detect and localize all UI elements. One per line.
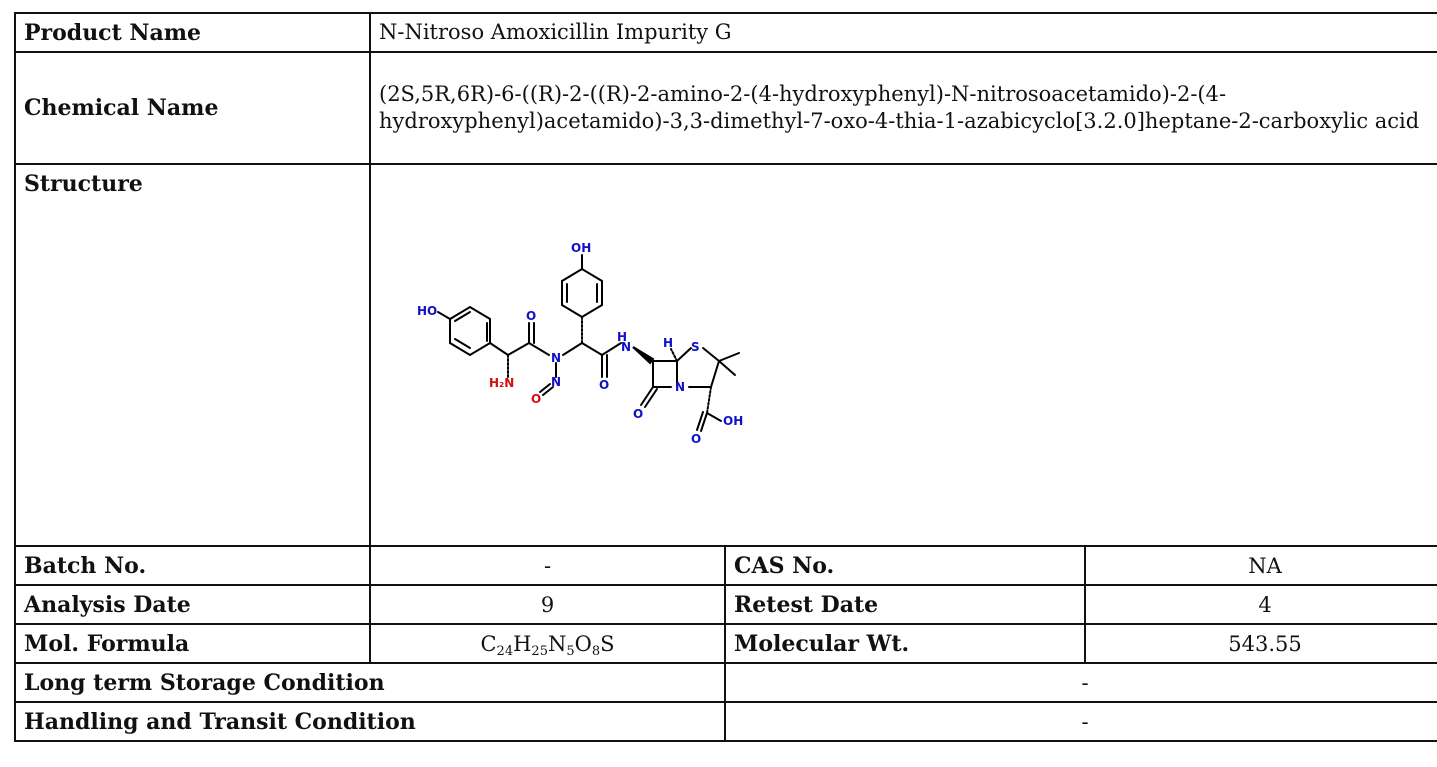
atom-o-nitroso: O [531,392,541,406]
specification-table: Product Name N-Nitroso Amoxicillin Impur… [14,12,1437,742]
bond [676,347,692,362]
analysis-date-value: 9 [369,584,726,625]
mol-formula-label: Mol. Formula [14,623,371,664]
row-structure: Structure [14,163,1437,547]
structure-cell: OH HO O N N O H₂N O H N H S N O O OH [368,163,1437,547]
bond-methyl [718,352,740,362]
bond [581,342,603,356]
bond [696,411,704,431]
bond [700,412,708,432]
formula-h-count: 25 [531,643,548,659]
formula-c: C [480,631,497,656]
bond [454,338,471,349]
cas-no-value: NA [1083,545,1437,586]
bond-wedge [632,346,655,365]
atom-h2n: H₂N [489,376,514,390]
atom-oh-acid: OH [723,414,743,428]
row-dates: Analysis Date 9 Retest Date 4 [14,584,1437,625]
bond [702,347,720,362]
cas-no-label: CAS No. [724,545,1086,586]
chemical-name-label: Chemical Name [14,51,371,165]
retest-date-label: Retest Date [724,584,1086,625]
mol-formula-value: C24H25N5O8S [369,623,726,664]
formula-h: H [513,631,532,656]
atom-nh-n: N [621,340,631,354]
molecular-wt-label: Molecular Wt. [724,623,1086,664]
storage-label: Long term Storage Condition [14,662,726,703]
row-batch: Batch No. - CAS No. NA [14,545,1437,586]
batch-no-value: - [369,545,726,586]
formula-s: S [600,631,615,656]
chemical-name-value: (2S,5R,6R)-6-((R)-2-((R)-2-amino-2-(4-hy… [368,51,1437,165]
row-chemical-name: Chemical Name (2S,5R,6R)-6-((R)-2-((R)-2… [14,51,1437,165]
formula-o-count: 8 [591,643,601,659]
formula-c-count: 24 [496,643,514,659]
bond [640,386,654,406]
bond-hashed [706,386,712,414]
bond-hashed [670,348,678,362]
bond [562,342,583,356]
atom-o-acid: O [691,432,701,446]
bond [706,412,722,422]
bond [454,311,471,322]
retest-date-value: 4 [1083,584,1437,625]
atom-n-nitroso: N [551,375,561,389]
atom-nh-h: H [617,330,627,344]
bond [539,383,551,393]
bond [542,386,554,396]
bond [507,342,530,356]
bond [528,342,550,356]
formula-o: O [574,631,592,656]
atom-oh-top: OH [571,241,591,255]
structure-label: Structure [14,163,371,547]
product-name-value: N-Nitroso Amoxicillin Impurity G [368,12,1437,53]
chemical-structure-diagram: OH HO O N N O H₂N O H N H S N O O OH [417,241,743,446]
analysis-date-label: Analysis Date [14,584,371,625]
batch-no-label: Batch No. [14,545,371,586]
atom-o-amide1: O [526,309,536,323]
atom-n-ring: N [675,380,685,394]
row-handling: Handling and Transit Condition - [14,701,1437,742]
row-formula: Mol. Formula C24H25N5O8S Molecular Wt. 5… [14,623,1437,664]
handling-value: - [723,701,1437,742]
bond-ho [437,311,451,320]
atom-s-ring: S [691,340,700,354]
handling-label: Handling and Transit Condition [14,701,726,742]
row-storage: Long term Storage Condition - [14,662,1437,703]
row-product-name: Product Name N-Nitroso Amoxicillin Impur… [14,12,1437,53]
bond [601,342,622,356]
product-name-label: Product Name [14,12,371,53]
atom-o-amide2: O [599,378,609,392]
atom-o-lactam: O [633,407,643,421]
storage-value: - [723,662,1437,703]
formula-n: N [547,631,567,656]
bond [644,388,658,408]
atom-h-ring: H [663,336,673,350]
molecular-wt-value: 543.55 [1083,623,1437,664]
atom-ho-left: HO [417,304,437,318]
atom-n-amide: N [551,351,561,365]
bond [489,342,509,356]
bond [710,360,720,388]
formula-n-count: 5 [566,643,575,659]
bond-methyl [718,360,736,376]
